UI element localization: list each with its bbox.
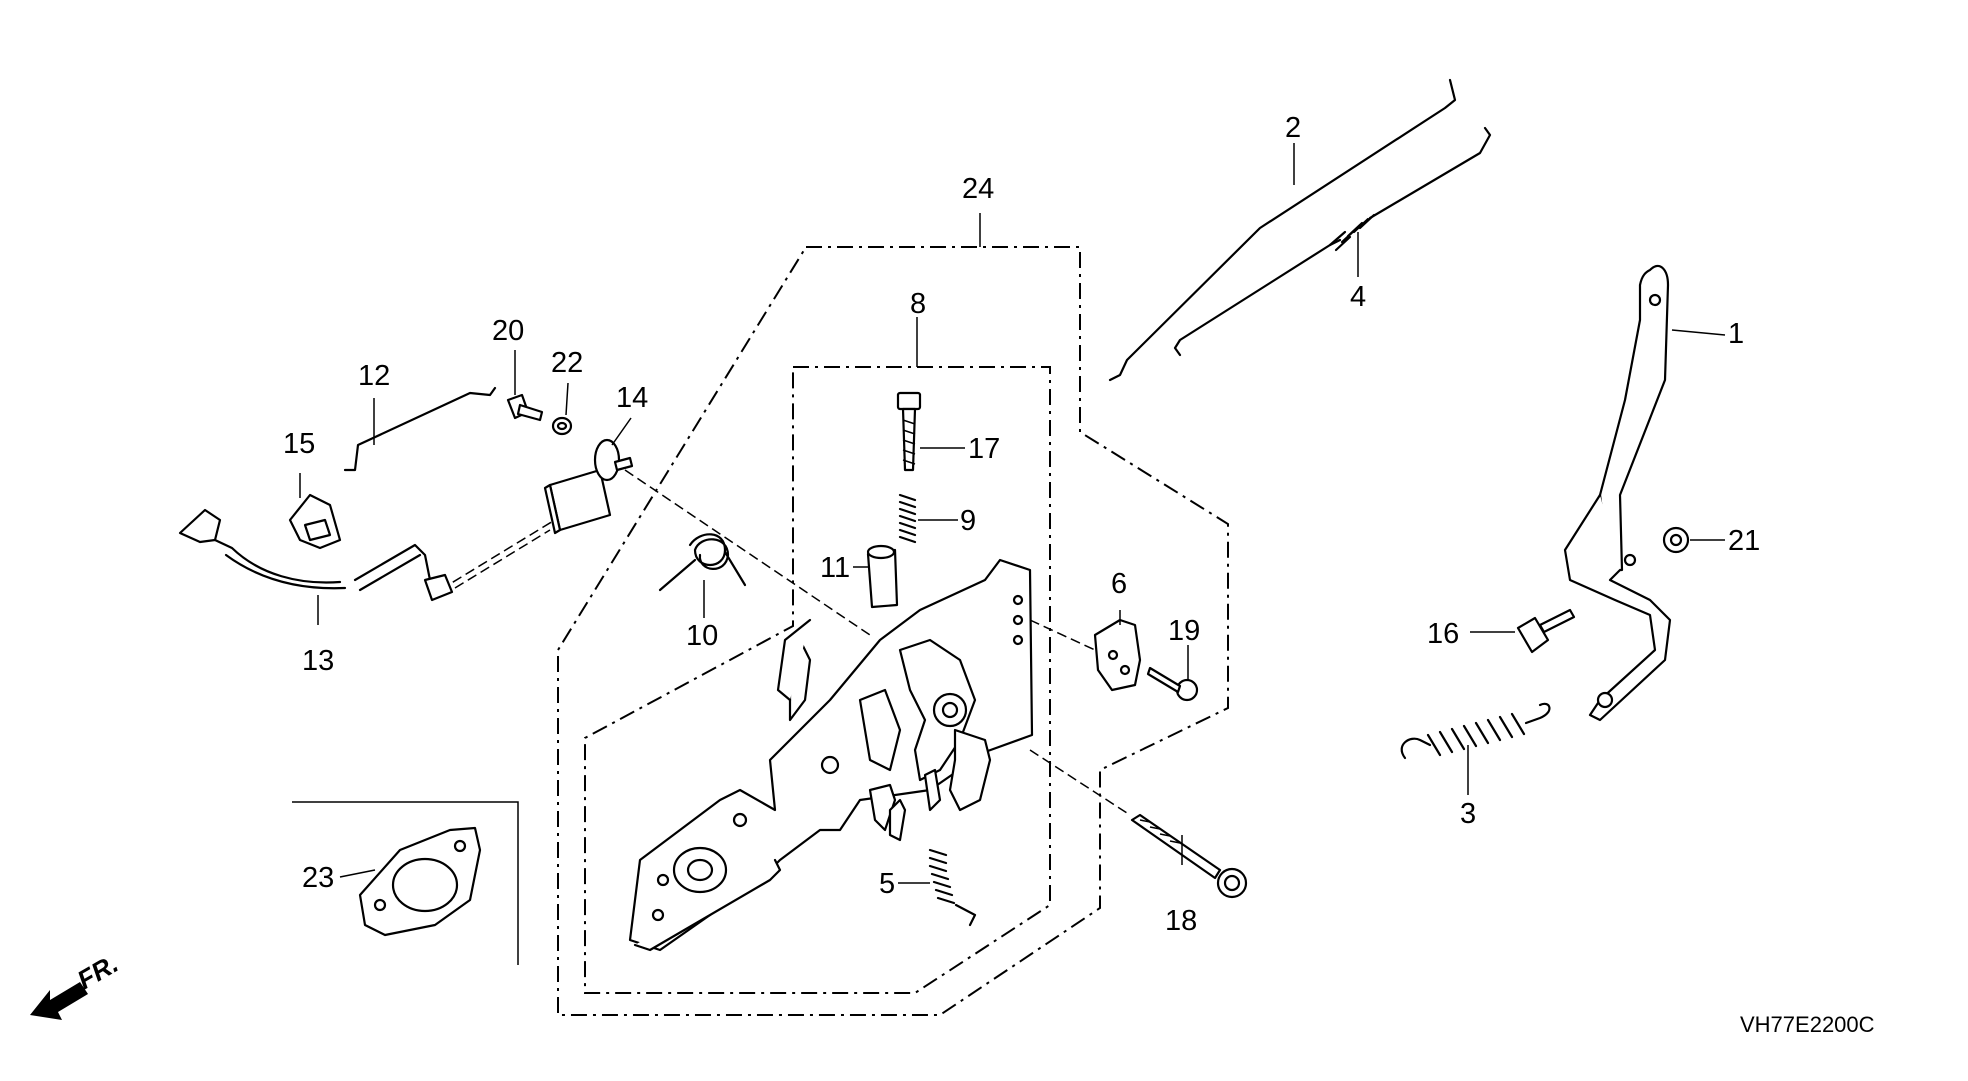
callout-20: 20	[492, 315, 524, 347]
callout-3: 3	[1460, 798, 1476, 830]
callout-15: 15	[283, 428, 315, 460]
callout-10: 10	[686, 620, 718, 652]
diagram-code: VH77E2200C	[1740, 1012, 1875, 1037]
bolt-18	[1130, 813, 1248, 899]
callout-1: 1	[1728, 318, 1744, 350]
solenoid-14	[543, 438, 634, 535]
bolt-16	[1516, 608, 1576, 654]
assembly-8-outline	[584, 366, 1051, 994]
callout-labels: 1 2 3 4 5 6 8 9 10 11 12 13 14 15 16 17 …	[283, 112, 1760, 937]
block-6	[1093, 618, 1142, 692]
callout-19: 19	[1168, 615, 1200, 647]
spring-3	[1400, 702, 1551, 760]
control-base-plate	[628, 558, 1034, 952]
callout-4: 4	[1350, 281, 1366, 313]
spring-9	[898, 493, 917, 544]
callout-16: 16	[1427, 618, 1459, 650]
callout-21: 21	[1728, 525, 1760, 557]
gasket-23	[358, 826, 482, 937]
bolt-17	[896, 391, 922, 472]
callout-11: 11	[820, 552, 850, 584]
collar-11	[866, 544, 899, 609]
callout-24: 24	[962, 173, 994, 205]
bolt-20	[506, 393, 544, 422]
callout-22: 22	[551, 347, 583, 379]
nut-21	[1662, 526, 1690, 554]
screw-19	[1146, 666, 1199, 702]
callout-2: 2	[1285, 112, 1301, 144]
front-arrow-icon: FR.	[30, 948, 123, 1020]
callout-17: 17	[968, 433, 1000, 465]
wire-12	[343, 386, 497, 472]
spring-5	[928, 848, 977, 927]
part-23-frame	[292, 801, 519, 965]
harness-13	[178, 508, 551, 602]
rod-2	[1108, 78, 1457, 382]
leader-lines	[299, 143, 1726, 884]
washer-22	[551, 416, 573, 436]
callout-12: 12	[358, 360, 390, 392]
callout-6: 6	[1111, 568, 1127, 600]
callout-9: 9	[960, 505, 976, 537]
callout-8: 8	[910, 288, 926, 320]
callout-23: 23	[302, 862, 334, 894]
dashed-assembly-lines	[439, 469, 1131, 816]
callout-13: 13	[302, 645, 334, 677]
clip-15	[288, 493, 342, 550]
callout-14: 14	[616, 382, 648, 414]
callout-5: 5	[879, 868, 895, 900]
callout-18: 18	[1165, 905, 1197, 937]
rod-4-spring	[1173, 126, 1492, 357]
lever-1	[1563, 264, 1672, 722]
spring-10	[658, 533, 747, 592]
